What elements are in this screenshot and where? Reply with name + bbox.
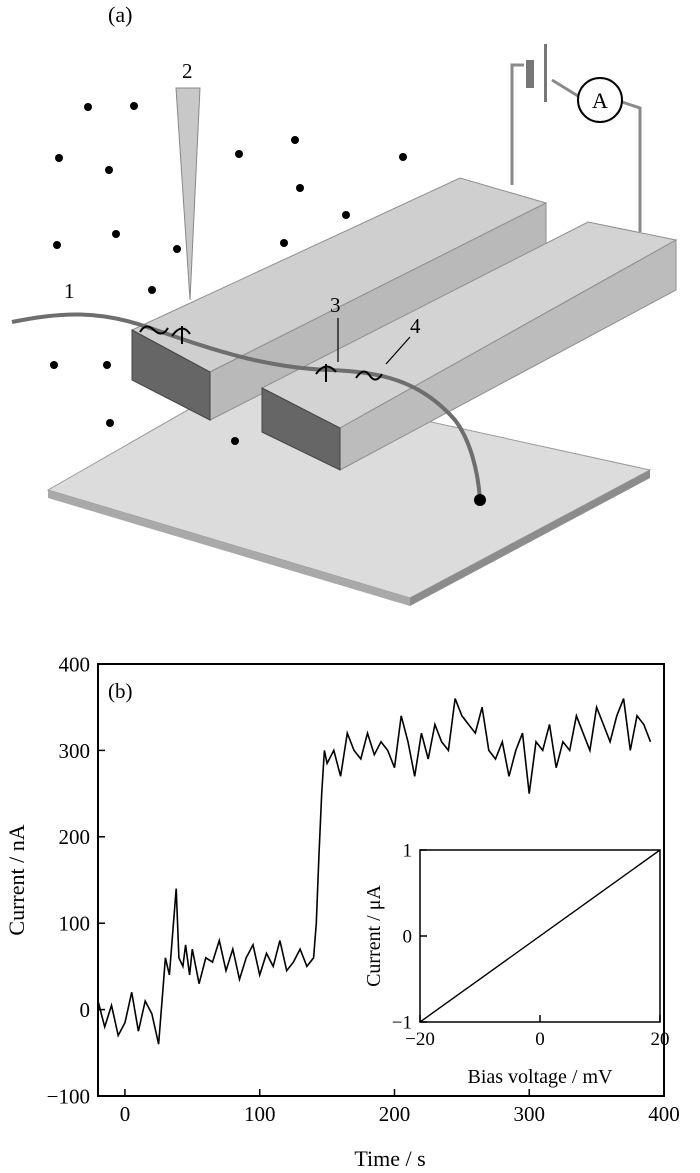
inset-y-tick-label: 1: [403, 841, 413, 862]
battery-plate-thick: [526, 60, 534, 88]
x-axis-title: Time / s: [354, 1146, 425, 1171]
main-x-tick-label: 100: [244, 1102, 276, 1126]
main-x-tick-label: 200: [379, 1102, 411, 1126]
ammeter-circle: [577, 77, 623, 123]
y-axis-title: Current / nA: [4, 824, 29, 935]
ammeter-symbol: A: [592, 88, 608, 113]
main-y-tick-label: 100: [59, 912, 91, 936]
callout-4: 4: [410, 314, 421, 338]
inset-x-tick-label: 0: [535, 1029, 545, 1050]
plot-frame: [97, 663, 665, 1097]
nanowire: [11, 312, 482, 501]
callout-3: 3: [330, 293, 341, 317]
inset-x-tick-label: −20: [405, 1029, 435, 1050]
circuit-wires: [510, 63, 642, 232]
panel-a-label: (a): [108, 2, 132, 27]
contact-clamps: [139, 325, 383, 382]
main-x-tick-label: 400: [648, 1102, 680, 1126]
electrode-front: [260, 221, 678, 471]
probe-tip: [175, 87, 201, 301]
iv-line: [419, 849, 661, 1023]
main-y-tick-label: 200: [59, 825, 91, 849]
main-y-tick-label: 400: [59, 652, 91, 676]
main-x-tick-label: 300: [513, 1102, 545, 1126]
inset-y-axis-title: Current / μA: [363, 885, 385, 987]
inset-x-axis-title: Bias voltage / mV: [468, 1066, 614, 1088]
iv-inset-chart: −20 0 20 −1 0 1 Bias voltage / mV Current / μ…: [363, 841, 670, 1088]
inset-y-tick-label: 0: [403, 927, 413, 948]
callout-leaders: [337, 318, 411, 365]
panel-a-illustration: (a): [11, 2, 678, 606]
substrate-edge-right: [410, 470, 650, 606]
main-x-tick-label: 0: [120, 1102, 131, 1126]
main-y-tick-label: 300: [59, 739, 91, 763]
wire-end-dot: [474, 494, 486, 506]
current-trace-line: [97, 698, 652, 1045]
battery-plate-thin: [544, 44, 547, 102]
inset-x-tick-label: 20: [651, 1029, 670, 1050]
callout-2: 2: [182, 59, 193, 83]
substrate-edge: [48, 490, 410, 606]
callout-1: 1: [64, 279, 75, 303]
particle-dots: [50, 102, 407, 445]
panel-b-label: (b): [108, 679, 133, 703]
main-y-tick-label: −100: [47, 1084, 90, 1108]
main-y-tick-label: 0: [80, 998, 91, 1022]
inset-y-tick-label: −1: [392, 1013, 412, 1034]
